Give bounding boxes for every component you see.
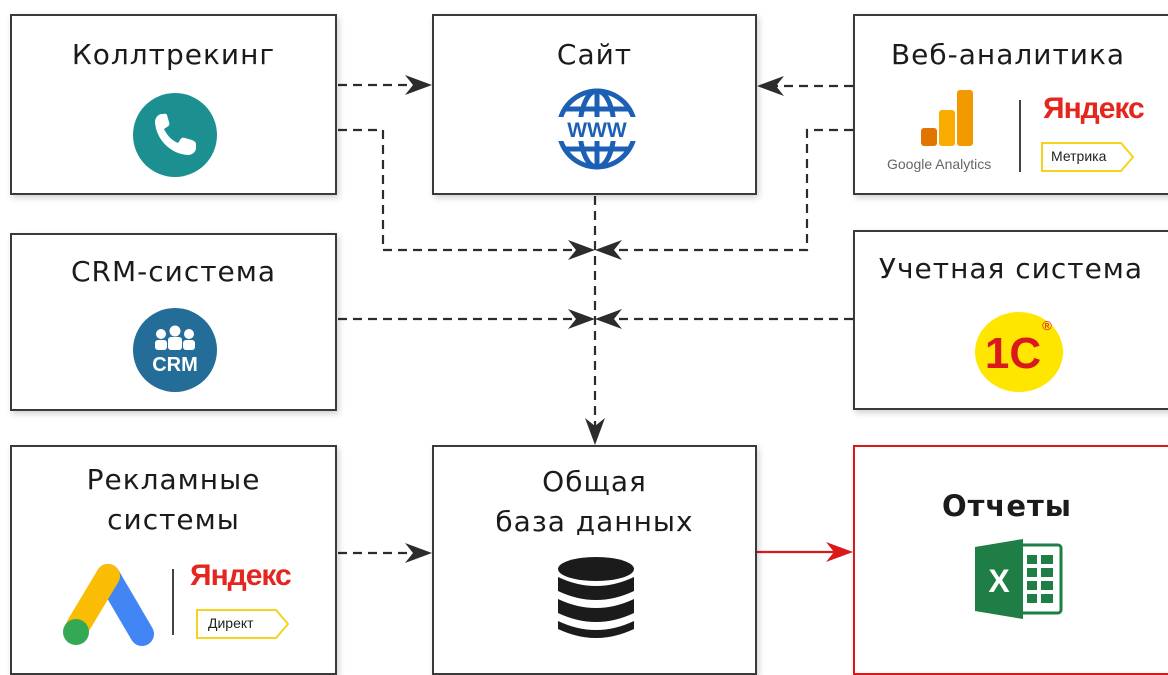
excel-icon: X bbox=[975, 539, 1063, 619]
globe-www-icon: WWW bbox=[554, 88, 640, 170]
reports-title: Отчеты bbox=[941, 489, 1073, 523]
webanalytics-title: Веб-аналитика bbox=[890, 38, 1126, 71]
arrowhead bbox=[568, 309, 595, 329]
arrowhead bbox=[757, 76, 784, 96]
arrowhead bbox=[405, 75, 432, 95]
database-title-line2: база данных bbox=[495, 505, 694, 538]
crm-label: CRM bbox=[152, 354, 198, 376]
www-label: WWW bbox=[567, 119, 627, 142]
crm-people-icon: CRM bbox=[133, 308, 217, 392]
google-analytics-logo-icon bbox=[921, 90, 973, 146]
accounting-title: Учетная система bbox=[878, 252, 1144, 285]
crm-title: CRM-система bbox=[70, 255, 277, 288]
calltracking-title: Коллтрекинг bbox=[71, 38, 276, 71]
google-ads-logo-icon bbox=[63, 564, 154, 646]
ads-box: Рекламные системы Яндекс Директ bbox=[10, 445, 337, 675]
direct-label: Директ bbox=[208, 615, 254, 631]
metrika-tag: Метрика bbox=[1041, 142, 1135, 172]
onec-registered: ® bbox=[1042, 318, 1052, 333]
arrowhead bbox=[826, 542, 853, 562]
database-box: Общая база данных bbox=[432, 445, 757, 675]
reports-box: Отчеты X bbox=[853, 445, 1168, 675]
arrowhead bbox=[595, 240, 622, 260]
arrowhead bbox=[405, 543, 432, 563]
accounting-box: Учетная система 1С ® bbox=[853, 230, 1168, 410]
database-title-line1: Общая bbox=[542, 465, 647, 498]
calltracking-box: Коллтрекинг bbox=[10, 14, 337, 195]
site-box: Сайт WWW bbox=[432, 14, 757, 195]
ads-title-line2: системы bbox=[107, 503, 240, 536]
crm-box: CRM-система CRM bbox=[10, 233, 337, 411]
yandex-logo-text: Яндекс bbox=[190, 559, 292, 592]
connector-lines bbox=[338, 75, 853, 563]
edge-calltracking-to-hub bbox=[338, 128, 578, 252]
arrowhead bbox=[595, 309, 622, 329]
database-icon bbox=[558, 557, 634, 638]
metrika-label: Метрика bbox=[1051, 148, 1107, 164]
ads-title-line1: Рекламные bbox=[86, 463, 261, 496]
onec-text: 1С bbox=[985, 329, 1041, 378]
onec-logo-icon: 1С ® bbox=[975, 312, 1063, 392]
webanalytics-box: Веб-аналитика Google Analytics Яндекс Ме… bbox=[853, 14, 1168, 195]
direct-tag: Директ bbox=[196, 609, 290, 639]
arrowhead bbox=[585, 418, 605, 445]
edge-webanalytics-to-hub bbox=[612, 128, 853, 252]
logo-divider bbox=[172, 569, 174, 635]
phone-icon bbox=[133, 93, 217, 177]
site-title: Сайт bbox=[556, 38, 633, 71]
arrowhead bbox=[568, 240, 595, 260]
logo-divider bbox=[1019, 100, 1021, 172]
yandex-logo-text: Яндекс bbox=[1043, 92, 1145, 125]
google-analytics-label: Google Analytics bbox=[887, 156, 992, 172]
excel-letter: X bbox=[988, 563, 1010, 599]
